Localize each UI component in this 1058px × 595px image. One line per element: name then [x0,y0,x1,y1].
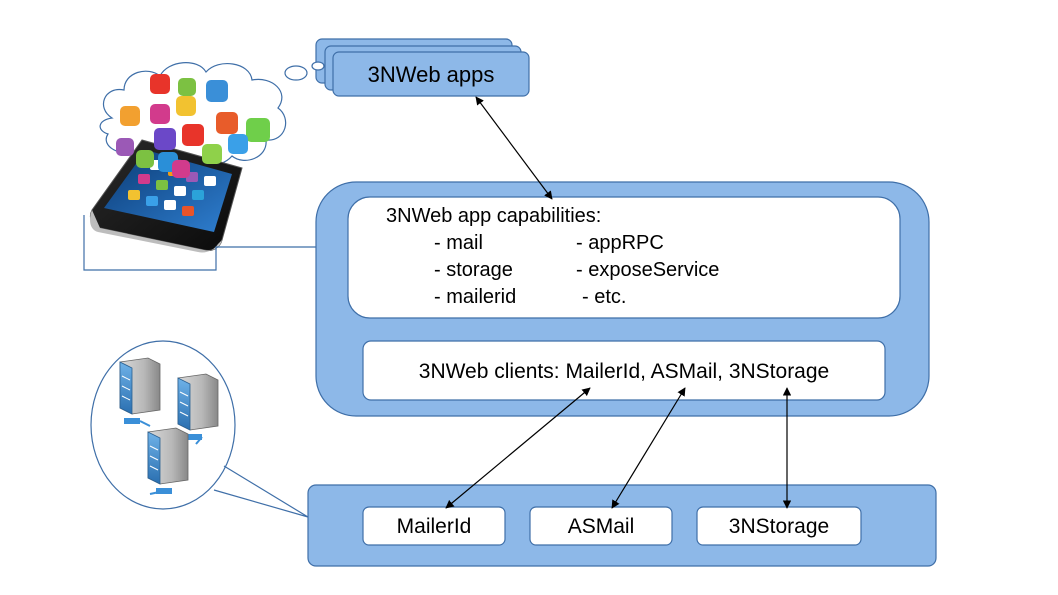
service-mailerid-box [362,506,506,546]
apps-stack: 3NWeb apps [315,38,530,97]
service-3nstorage-box [696,506,862,546]
capability-item: - mail [434,232,483,254]
arrow-clients-asmail [611,387,686,509]
capability-item: - exposeService [576,259,719,281]
services-box: MailerId ASMail 3NStorage [307,484,937,567]
phone-callout-line [83,215,316,271]
capability-item: - storage [434,259,513,281]
arrow-apps-capabilities [475,96,553,200]
service-asmail-label: ASMail [568,515,635,538]
thought-bubbles [284,61,325,81]
capabilities-box: 3NWeb app capabilities: - mail - appRPC … [347,196,901,319]
apps-label: 3NWeb apps [368,62,495,87]
apps-box-front [332,51,530,97]
clients-box: 3NWeb clients: MailerId, ASMail, 3NStora… [362,340,886,401]
capability-item: - appRPC [576,232,664,254]
smartphone-with-apps-icon [89,74,270,253]
server-cluster-icon [90,340,309,518]
capability-item: - etc. [582,286,626,308]
service-mailerid-label: MailerId [397,515,472,538]
capability-item: - mailerid [434,286,516,308]
clients-label: 3NWeb clients: MailerId, ASMail, 3NStora… [419,360,829,383]
arrow-clients-mailerid [445,387,591,509]
service-asmail-box [529,506,673,546]
capabilities-title: 3NWeb app capabilities: [386,205,601,227]
arrows [445,96,792,509]
service-3nstorage-label: 3NStorage [729,515,829,538]
